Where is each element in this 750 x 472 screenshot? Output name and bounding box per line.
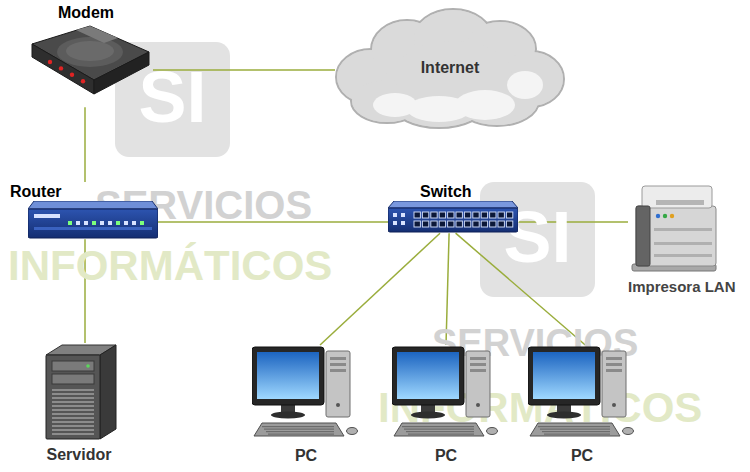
router-icon xyxy=(28,201,158,239)
printer-icon xyxy=(628,180,720,272)
cloud-node: Internet xyxy=(335,5,565,130)
watermark-text: INFORMÁTICOS xyxy=(8,245,332,287)
node-label: Impresora LAN xyxy=(628,278,736,296)
network-cable xyxy=(320,233,440,345)
network-cable xyxy=(84,107,86,182)
modem-node: Modem xyxy=(28,3,153,107)
watermark-logo xyxy=(480,182,595,297)
node-label: PC xyxy=(252,446,360,465)
node-label: Internet xyxy=(421,58,480,77)
server-icon xyxy=(38,343,120,441)
node-label: Router xyxy=(10,182,158,201)
pc-node: PC xyxy=(252,345,360,465)
node-label: Modem xyxy=(58,3,153,22)
pc-icon xyxy=(252,345,360,440)
switch-icon xyxy=(388,201,518,233)
node-label: Switch xyxy=(420,182,518,201)
router-node: Router xyxy=(8,182,158,239)
pc-node: PC xyxy=(528,345,636,465)
pc-icon xyxy=(528,345,636,440)
node-label: PC xyxy=(392,446,500,465)
modem-icon xyxy=(28,22,153,107)
pc-icon xyxy=(392,345,500,440)
server-node: Servidor xyxy=(38,343,120,464)
printer-node: Impresora LAN xyxy=(628,180,736,296)
switch-node: Switch xyxy=(388,182,518,233)
node-label: PC xyxy=(528,446,636,465)
pc-node: PC xyxy=(392,345,500,465)
node-label: Servidor xyxy=(38,445,120,464)
